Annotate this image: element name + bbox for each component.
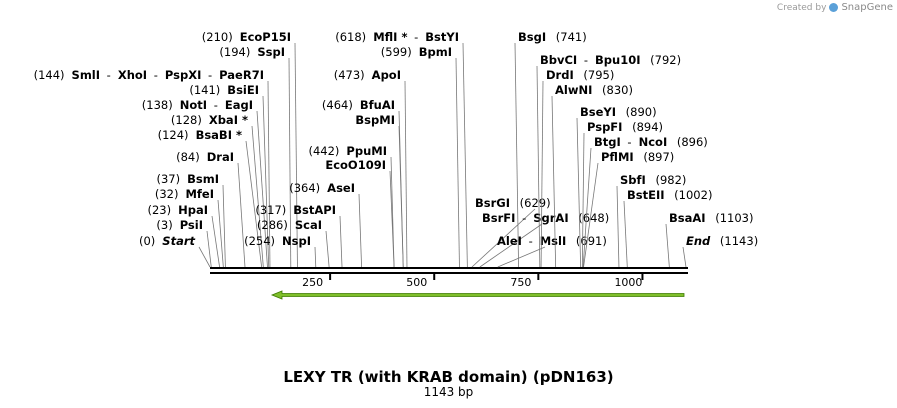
- site-connector-line: [211, 215, 220, 268]
- site-connector-line: [390, 156, 395, 268]
- enzyme-site-label: BspMI: [355, 113, 395, 127]
- enzyme-site-label: (618) MflI * - BstYI: [335, 30, 459, 44]
- scale-tick-label: 250: [302, 276, 323, 289]
- enzyme-site-label: (141) BsiEI: [189, 83, 259, 97]
- enzyme-site-label: AleI - MslI (691): [497, 234, 607, 248]
- site-connector-line: [256, 110, 268, 268]
- site-connector-line: [398, 110, 404, 268]
- site-connector-line: [251, 125, 264, 268]
- enzyme-site-label: (194) SspI: [219, 45, 285, 59]
- site-connector-line: [581, 132, 585, 268]
- site-connector-line: [339, 215, 343, 268]
- enzyme-site-label: (3) PsiI: [156, 218, 203, 232]
- site-connector-line: [582, 147, 592, 268]
- enzyme-site-label: PflMI (897): [601, 150, 674, 164]
- reverse-feature-arrow: [270, 290, 685, 300]
- enzyme-site-label: (286) ScaI: [257, 218, 322, 232]
- snapgene-logo-icon: [829, 3, 839, 12]
- enzyme-site-label: (364) AseI: [289, 181, 355, 195]
- enzyme-site-label: (473) ApoI: [334, 68, 401, 82]
- site-connector-line: [583, 162, 599, 268]
- enzyme-site-label: PspFI (894): [587, 120, 663, 134]
- map-length: 1143 bp: [423, 385, 474, 399]
- site-connector-line: [237, 162, 246, 268]
- site-connector-line: [623, 200, 628, 268]
- site-connector-line: [245, 140, 263, 268]
- enzyme-site-label: (0) Start: [139, 234, 196, 248]
- enzyme-site-label: (144) SmlI - XhoI - PspXI - PaeR7I: [34, 68, 264, 82]
- site-connector-line: [497, 246, 546, 268]
- enzyme-site-label: (210) EcoP15I: [202, 30, 291, 44]
- enzyme-site-label: (138) NotI - EagI: [142, 98, 253, 112]
- site-connector-line: [665, 223, 670, 268]
- enzyme-site-label: BbvCI - Bpu10I (792): [540, 53, 681, 67]
- enzyme-site-label: (37) BsmI: [157, 172, 220, 186]
- site-connector-line: [536, 65, 541, 268]
- site-connector-line: [222, 184, 226, 268]
- site-connector-line: [404, 80, 408, 268]
- site-connector-line: [462, 42, 468, 268]
- enzyme-site-label: (317) BstAPI: [255, 203, 336, 217]
- scale-tick-label: 750: [510, 276, 531, 289]
- site-connector-line: [358, 193, 362, 268]
- enzyme-site-label: (464) BfuAI: [322, 98, 395, 112]
- enzyme-site-label: DrdI (795): [546, 68, 614, 82]
- enzyme-site-label: AlwNI (830): [555, 83, 633, 97]
- site-connector-line: [616, 185, 620, 268]
- site-connector-line: [294, 42, 298, 268]
- enzyme-site-label: (84) DraI: [176, 150, 234, 164]
- site-connector-line: [262, 95, 270, 268]
- enzyme-site-label: End (1143): [686, 234, 758, 248]
- credit-prefix: Created by: [776, 2, 827, 13]
- enzyme-site-label: EcoO109I: [325, 158, 386, 172]
- site-connector-line: [206, 230, 212, 268]
- site-connector-line: [325, 230, 330, 268]
- site-connector-line: [479, 223, 543, 268]
- snapgene-credit: Created by SnapGene: [777, 2, 893, 13]
- enzyme-site-label: BstEII (1002): [627, 188, 712, 202]
- enzyme-site-label: (124) BsaBI *: [158, 128, 242, 142]
- enzyme-site-label: BseYI (890): [580, 105, 657, 119]
- site-connector-line: [198, 246, 211, 268]
- scale-tick-label: 1000: [614, 276, 642, 289]
- site-connector-line: [576, 117, 582, 268]
- site-connector-line: [540, 80, 544, 268]
- site-connector-line: [314, 246, 317, 268]
- scale-tick-label: 500: [406, 276, 427, 289]
- site-connector-line: [682, 246, 687, 268]
- enzyme-site-label: (23) HpaI: [147, 203, 208, 217]
- map-title: LEXY TR (with KRAB domain) (pDN163): [283, 368, 614, 386]
- enzyme-site-label: BtgI - NcoI (896): [594, 135, 708, 149]
- site-connector-line: [514, 42, 519, 268]
- enzyme-site-label: (32) MfeI: [155, 187, 214, 201]
- site-connector-line: [455, 57, 460, 268]
- enzyme-site-label: SbfI (982): [620, 173, 686, 187]
- site-connector-line: [471, 208, 536, 268]
- enzyme-site-label: BsaAI (1103): [669, 211, 753, 225]
- enzyme-site-label: (599) BpmI: [381, 45, 452, 59]
- site-connector-line: [551, 95, 557, 268]
- site-connector-line: [288, 57, 292, 268]
- enzyme-site-label: (442) PpuMI: [308, 144, 387, 158]
- site-connector-line: [217, 199, 224, 268]
- enzyme-site-label: BsgI (741): [518, 30, 587, 44]
- site-connector-line: [267, 80, 271, 268]
- credit-brand: SnapGene: [841, 2, 893, 13]
- enzyme-site-label: (128) XbaI *: [171, 113, 248, 127]
- enzyme-site-label: (254) NspI: [244, 234, 311, 248]
